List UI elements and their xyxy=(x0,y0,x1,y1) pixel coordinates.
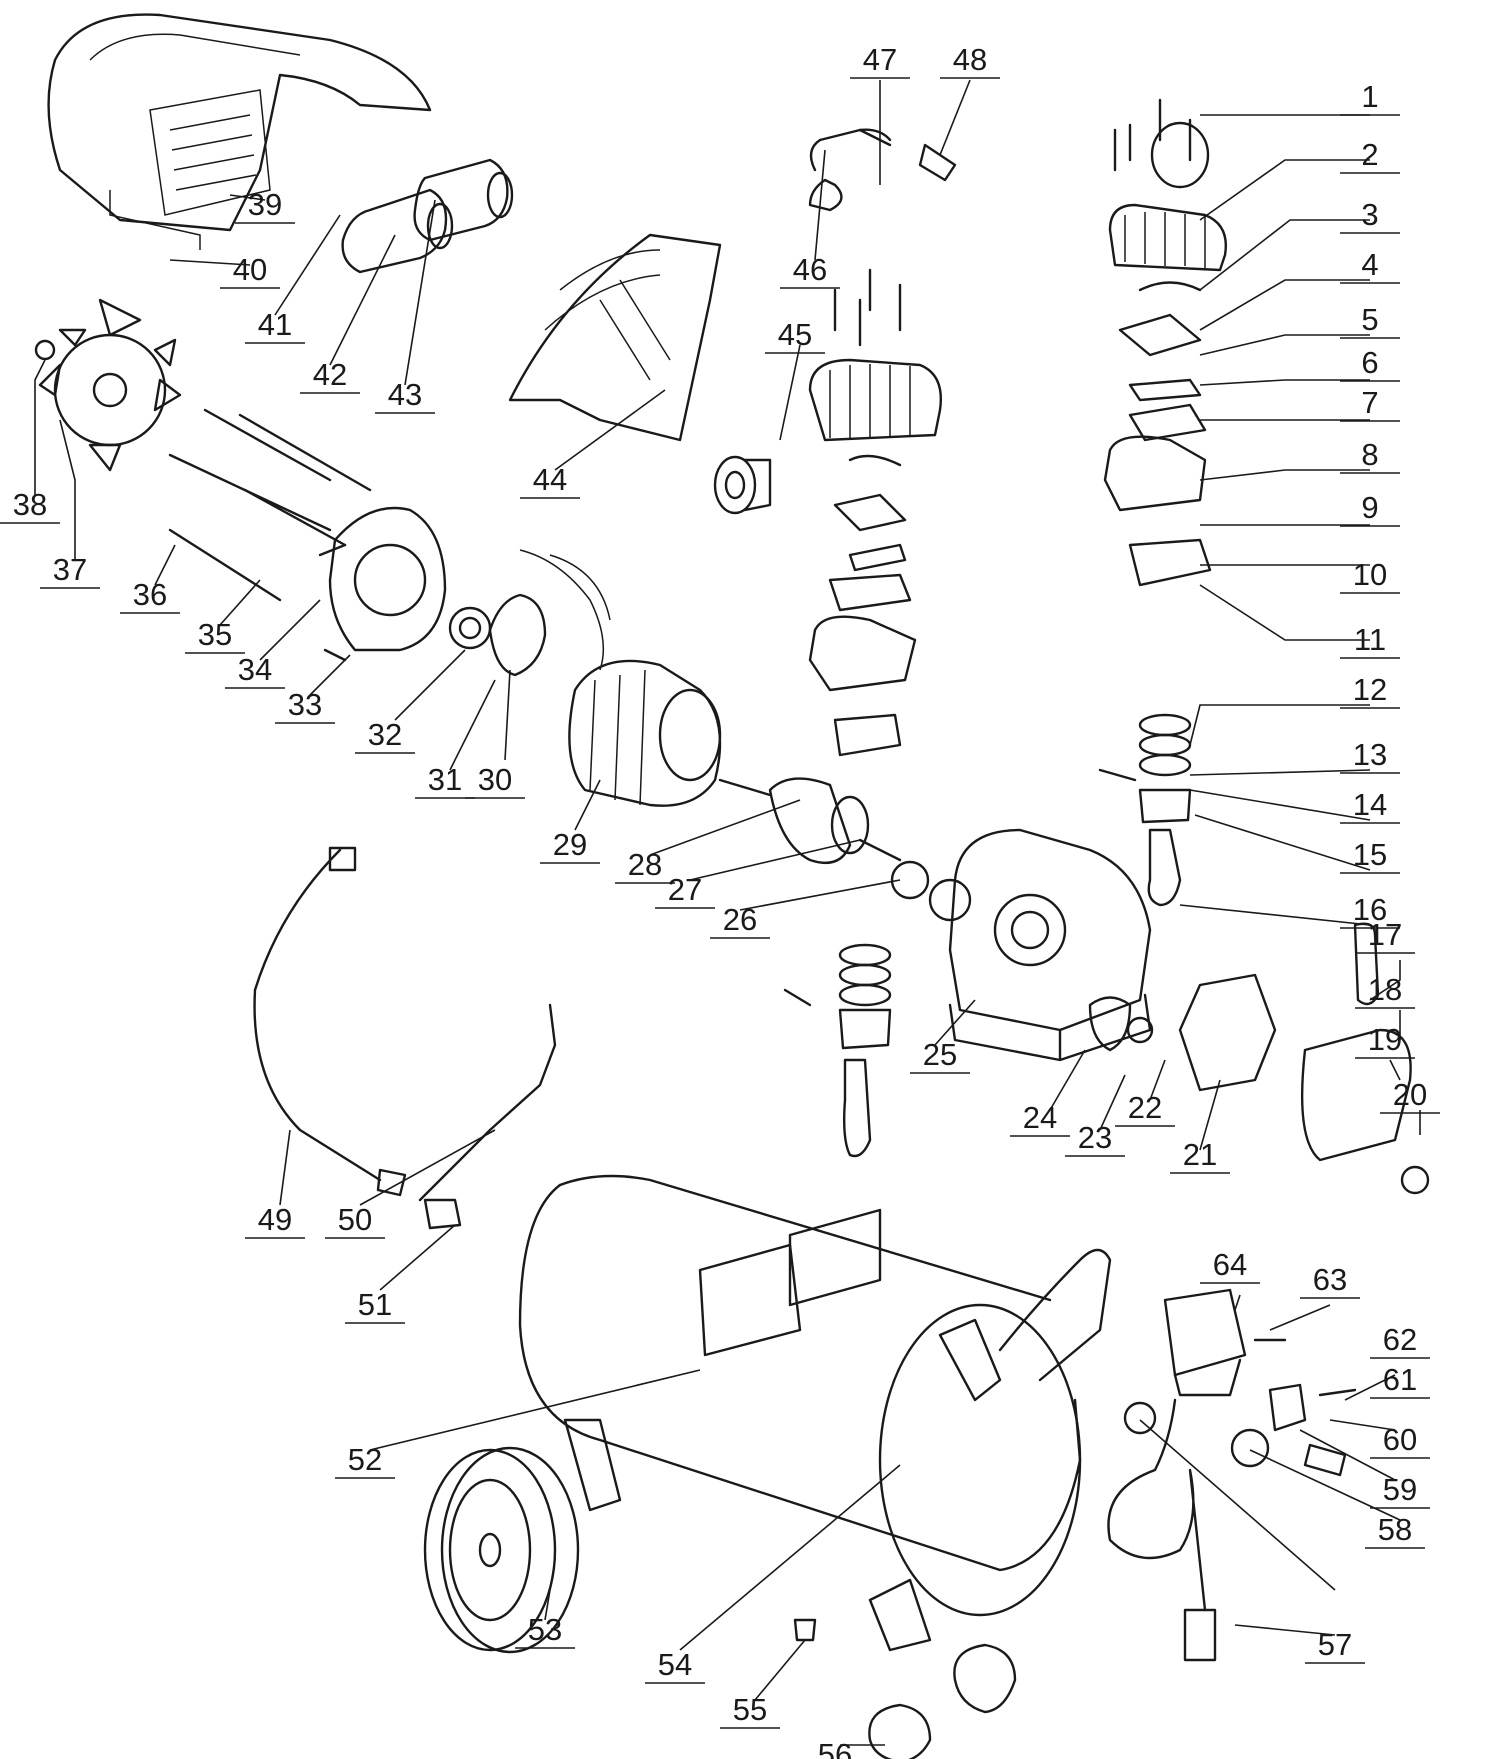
part-label-13: 13 xyxy=(1353,737,1387,772)
part-label-22: 22 xyxy=(1128,1090,1162,1125)
part-label-41: 41 xyxy=(258,307,292,342)
part-label-12: 12 xyxy=(1353,672,1387,707)
air-tank xyxy=(518,1174,1112,1652)
part-label-62: 62 xyxy=(1383,1322,1417,1357)
part-label-19: 19 xyxy=(1368,1022,1402,1057)
part-label-5: 5 xyxy=(1361,302,1378,337)
part-label-61: 61 xyxy=(1383,1362,1417,1397)
part-label-27: 27 xyxy=(668,872,702,907)
bearing-26 xyxy=(928,878,972,922)
part-label-51: 51 xyxy=(358,1287,392,1322)
part-label-15: 15 xyxy=(1353,837,1387,872)
part-label-31: 31 xyxy=(428,762,462,797)
part-label-35: 35 xyxy=(198,617,232,652)
part-label-21: 21 xyxy=(1183,1137,1217,1172)
part-label-49: 49 xyxy=(258,1202,292,1237)
part-label-11: 11 xyxy=(1354,622,1386,657)
part-label-33: 33 xyxy=(288,687,322,722)
part-label-59: 59 xyxy=(1383,1472,1417,1507)
fitting-51 xyxy=(423,1198,462,1230)
cylinder-stack-center xyxy=(808,268,942,757)
part-label-6: 6 xyxy=(1361,345,1378,380)
part-label-43: 43 xyxy=(388,377,422,412)
part-label-25: 25 xyxy=(923,1037,957,1072)
bearing-27 xyxy=(890,860,930,900)
pressure-switch xyxy=(1107,1288,1357,1662)
part-label-64: 64 xyxy=(1213,1247,1247,1282)
part-label-50: 50 xyxy=(338,1202,372,1237)
part-label-2: 2 xyxy=(1361,137,1378,172)
part-label-42: 42 xyxy=(313,357,347,392)
part-label-17: 17 xyxy=(1368,917,1402,952)
part-label-4: 4 xyxy=(1361,247,1378,282)
bearing-45 xyxy=(713,455,772,515)
part-label-48: 48 xyxy=(953,42,987,77)
part-label-30: 30 xyxy=(478,762,512,797)
rubber-foot-2 xyxy=(868,1703,932,1759)
part-label-34: 34 xyxy=(238,652,272,687)
part-label-29: 29 xyxy=(553,827,587,862)
capacitors xyxy=(341,158,514,274)
part-label-18: 18 xyxy=(1368,972,1402,1007)
part-label-53: 53 xyxy=(528,1612,562,1647)
rotor xyxy=(718,777,902,865)
piston-center xyxy=(783,943,892,1158)
part-label-8: 8 xyxy=(1361,437,1378,472)
stator xyxy=(519,549,722,807)
leader-lines xyxy=(34,79,1421,1746)
part-label-23: 23 xyxy=(1078,1120,1112,1155)
part-label-38: 38 xyxy=(13,487,47,522)
part-label-63: 63 xyxy=(1313,1262,1347,1297)
part-label-54: 54 xyxy=(658,1647,692,1682)
part-label-52: 52 xyxy=(348,1442,382,1477)
part-label-55: 55 xyxy=(733,1692,767,1727)
wheel xyxy=(423,1446,580,1654)
cooling-fan xyxy=(34,298,182,472)
hoses xyxy=(253,846,557,1202)
part-label-24: 24 xyxy=(1023,1100,1057,1135)
outlet-tube xyxy=(808,128,957,212)
fan-shroud xyxy=(508,233,722,442)
part-label-60: 60 xyxy=(1383,1422,1417,1457)
brush-plate xyxy=(488,593,547,677)
part-label-36: 36 xyxy=(133,577,167,612)
motor-cover xyxy=(47,13,432,250)
end-bracket xyxy=(318,506,447,662)
part-label-3: 3 xyxy=(1361,197,1378,232)
part-label-47: 47 xyxy=(863,42,897,77)
part-label-14: 14 xyxy=(1353,787,1387,822)
part-label-39: 39 xyxy=(248,187,282,222)
tie-bolts xyxy=(168,408,372,602)
part-label-44: 44 xyxy=(533,462,567,497)
bearing-32 xyxy=(448,606,492,650)
part-label-56: 56 xyxy=(818,1737,852,1759)
part-label-45: 45 xyxy=(778,317,812,352)
part-label-20: 20 xyxy=(1393,1077,1427,1112)
part-label-26: 26 xyxy=(723,902,757,937)
rubber-foot-1 xyxy=(953,1643,1017,1714)
piston-right xyxy=(1098,713,1192,907)
part-label-32: 32 xyxy=(368,717,402,752)
part-label-40: 40 xyxy=(233,252,267,287)
crankcase xyxy=(948,828,1152,1062)
part-label-9: 9 xyxy=(1361,490,1378,525)
part-label-7: 7 xyxy=(1361,385,1378,420)
part-label-1: 1 xyxy=(1361,79,1378,114)
part-label-58: 58 xyxy=(1378,1512,1412,1547)
part-label-37: 37 xyxy=(53,552,87,587)
part-label-57: 57 xyxy=(1318,1627,1352,1662)
drain-plug xyxy=(793,1618,817,1642)
part-label-10: 10 xyxy=(1353,557,1387,592)
cylinder-stack-right xyxy=(1103,98,1227,587)
part-labels: 1234567891011121314151617181920212223242… xyxy=(0,42,1440,1759)
part-label-28: 28 xyxy=(628,847,662,882)
part-label-16: 16 xyxy=(1353,892,1387,927)
part-label-46: 46 xyxy=(793,252,827,287)
